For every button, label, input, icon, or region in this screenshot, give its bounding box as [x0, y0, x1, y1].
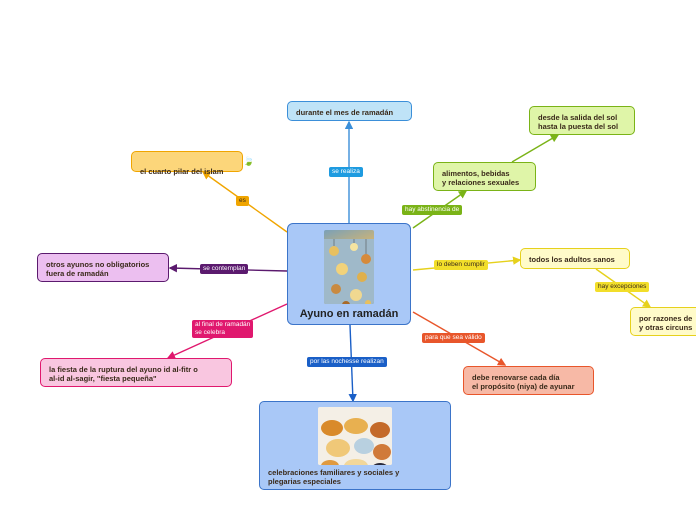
link-label-es: es	[236, 196, 249, 206]
food-platter-image	[318, 407, 392, 465]
link-label-por-las-noches: por las nochesse realizan	[307, 357, 387, 367]
node-durante-el-mes[interactable]: durante el mes de ramadán	[287, 101, 412, 121]
node-cuarto-pilar-label: el cuarto pilar del islam	[140, 167, 224, 176]
central-topic[interactable]: Ayuno en ramadán	[287, 223, 411, 325]
ramadan-lanterns-image	[324, 230, 374, 304]
link-label-se-realiza: se realiza	[329, 167, 363, 177]
link-label-al-final: al final de ramadán se celebra	[192, 320, 254, 338]
node-otros-ayunos[interactable]: otros ayunos no obligatorios fuera de ra…	[37, 253, 169, 282]
link-label-hay-excepciones: hay excepciones	[595, 282, 650, 292]
node-alimentos[interactable]: alimentos, bebidas y relaciones sexuales	[433, 162, 536, 191]
node-celebraciones-label: celebraciones familiares y sociales y pl…	[268, 468, 400, 486]
link-label-lo-deben-cumplir: lo deben cumplir	[434, 260, 488, 270]
node-celebraciones[interactable]: celebraciones familiares y sociales y pl…	[259, 401, 451, 490]
node-todos-los-adultos[interactable]: todos los adultos sanos	[520, 248, 630, 269]
node-debe-renovarse[interactable]: debe renovarse cada día el propósito (ni…	[463, 366, 594, 395]
leaf-icon: 🍃	[243, 156, 255, 166]
node-desde-la-salida[interactable]: desde la salida del sol hasta la puesta …	[529, 106, 635, 135]
node-por-razones[interactable]: por razones de y otras circuns	[630, 307, 696, 336]
node-cuarto-pilar[interactable]: el cuarto pilar del islam	[131, 151, 243, 176]
link-label-se-contemplan: se contemplan	[200, 264, 249, 274]
central-topic-title: Ayuno en ramadán	[299, 308, 399, 320]
link-label-hay-abstinencia: hay abstinencia de	[402, 205, 463, 215]
node-la-fiesta[interactable]: la fiesta de la ruptura del ayuno id al-…	[40, 358, 232, 387]
link-label-para-que: para que sea válido	[422, 333, 485, 343]
